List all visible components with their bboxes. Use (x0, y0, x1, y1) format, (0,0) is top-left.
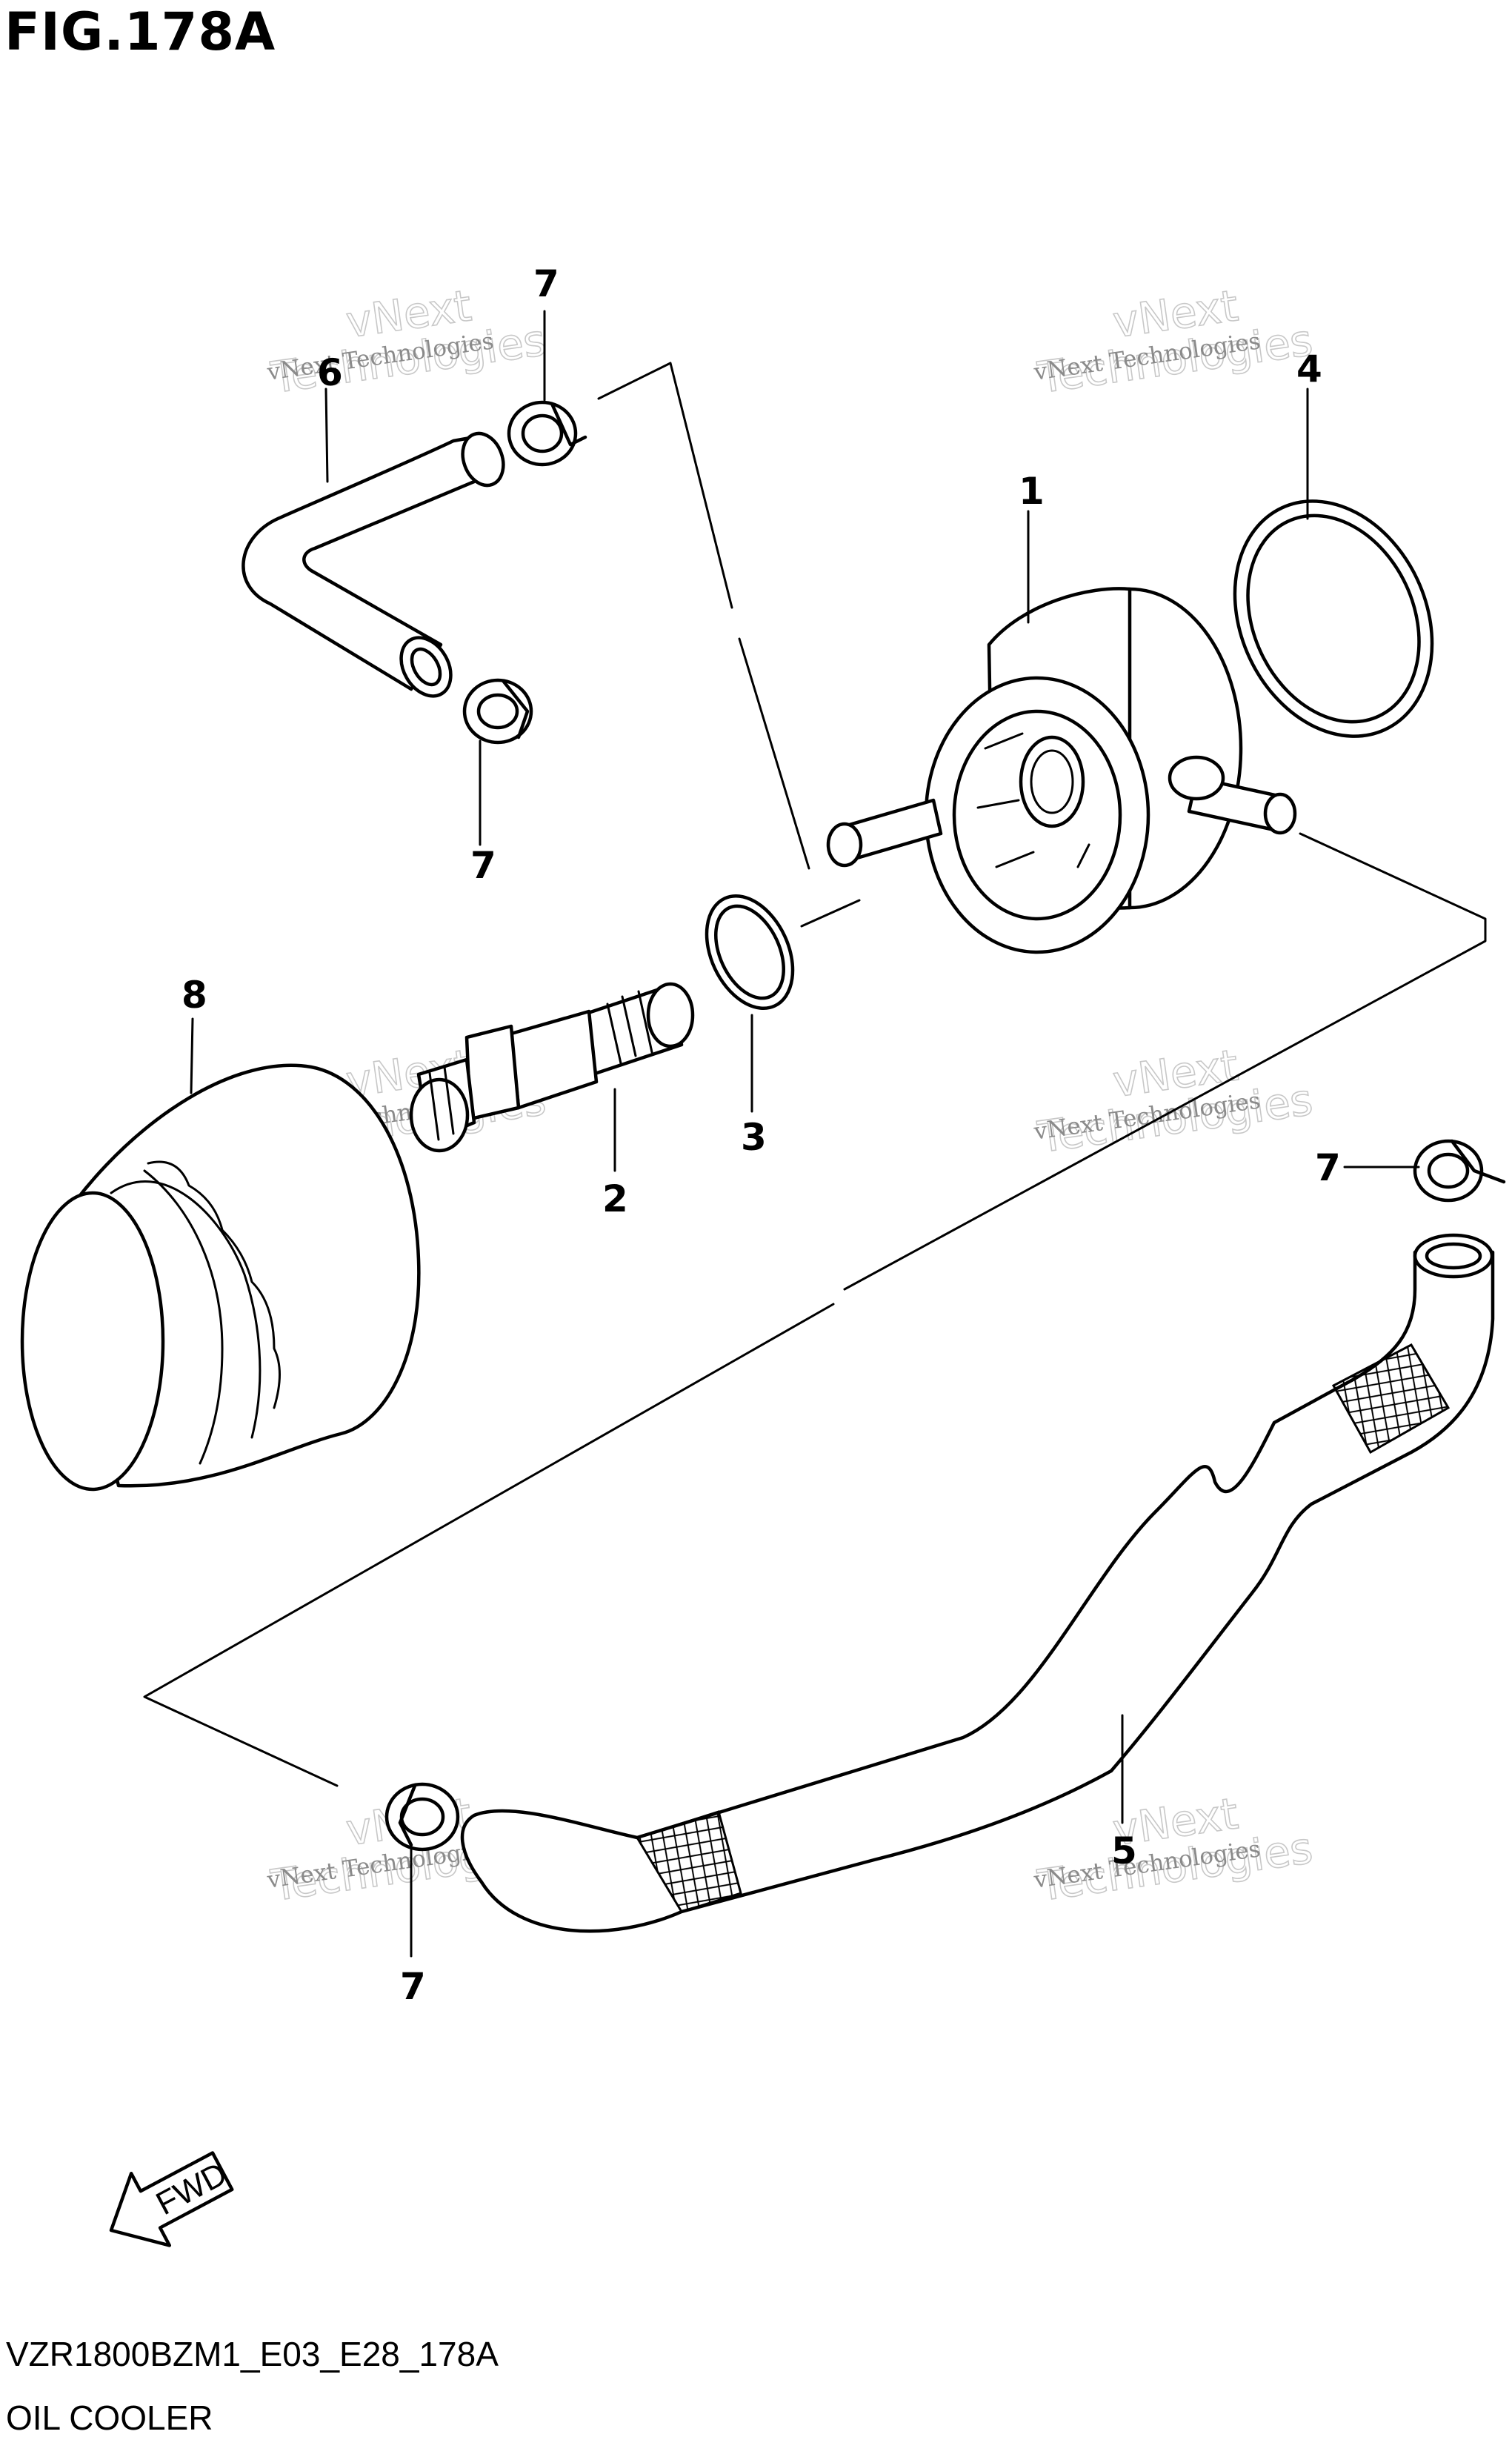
o-ring-part-4 (1233, 499, 1434, 738)
clamp-7-bottom (384, 1782, 460, 1852)
callout-3: 3 (741, 1116, 767, 1159)
callout-8: 8 (181, 974, 207, 1017)
hose-part-5 (460, 1233, 1495, 1933)
clamp-7-top (507, 400, 587, 467)
oil-filter-part-8 (20, 1063, 421, 1492)
watermark-6: Technologies vNext vNext Technologies (1032, 1787, 1316, 1911)
callout-7-bottom: 7 (400, 1965, 426, 2008)
watermark-4: Technologies vNext vNext Technologies (1032, 1039, 1316, 1163)
callout-7-right: 7 (1315, 1146, 1341, 1189)
callout-4: 4 (1296, 348, 1322, 390)
assembly-lines (143, 362, 1487, 1787)
fwd-direction-arrow: FWD (109, 2151, 234, 2247)
clamp-7-right (1413, 1139, 1506, 1203)
section-name: OIL COOLER (6, 2398, 213, 2437)
watermark-2: Technologies vNext vNext Technologies (1032, 279, 1316, 403)
callout-7-middle: 7 (470, 844, 496, 887)
clamp-7-middle (462, 678, 533, 745)
watermark-1: Technologies vNext vNext Technologies (265, 279, 550, 403)
assembly-line-lower (143, 1303, 835, 1787)
callout-1: 1 (1019, 470, 1045, 513)
callout-5: 5 (1111, 1829, 1137, 1872)
o-ring-part-3 (705, 894, 795, 1011)
leader-lines (190, 310, 1420, 1958)
callout-7-top: 7 (533, 262, 559, 305)
assembly-line-upper (597, 362, 733, 609)
assembly-line-center (800, 899, 861, 928)
assembly-line-right (843, 832, 1487, 1291)
callout-6: 6 (317, 351, 343, 394)
figure-title: FIG.178A (4, 1, 276, 62)
assembly-line-upper-lower (738, 637, 810, 870)
diagram-code: VZR1800BZM1_E03_E28_178A (6, 2335, 499, 2373)
callout-2: 2 (602, 1177, 628, 1220)
union-bolt-part-2 (409, 982, 695, 1153)
oil-cooler-part-1 (826, 587, 1297, 954)
hose-part-6 (242, 431, 505, 698)
callouts: 1 2 3 4 5 6 7 7 7 7 8 (181, 262, 1341, 2008)
